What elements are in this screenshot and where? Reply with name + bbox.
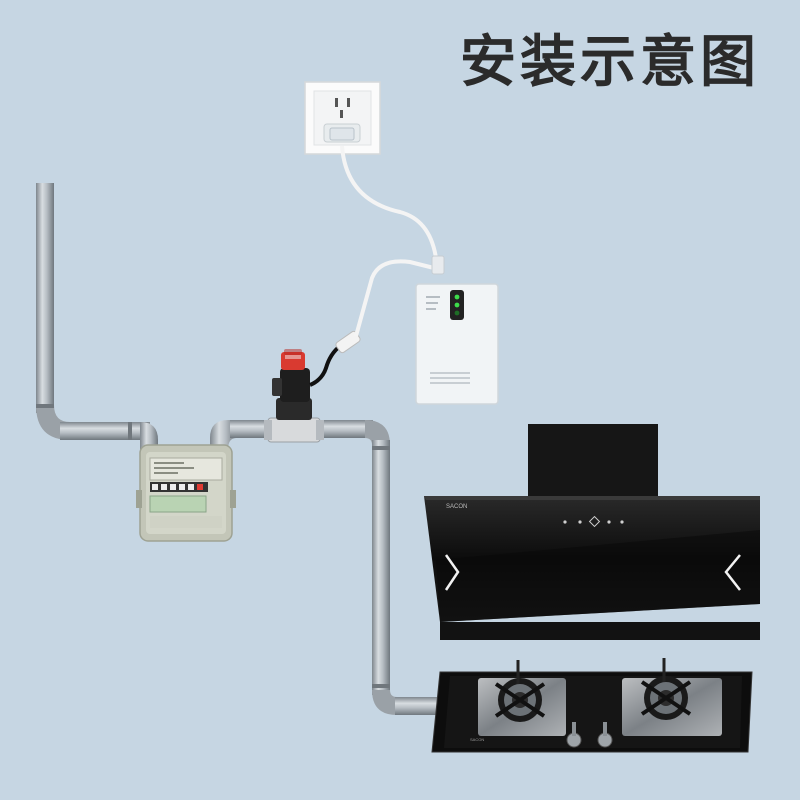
gas-leak-detector bbox=[415, 255, 499, 405]
detector-led-status bbox=[454, 302, 460, 308]
burner-right bbox=[622, 658, 722, 736]
stove-knobs bbox=[566, 722, 613, 748]
detector-vent-grille bbox=[430, 372, 470, 384]
wall-socket bbox=[304, 81, 381, 155]
hood-touch-controls bbox=[563, 515, 624, 528]
hood-light-left bbox=[444, 554, 460, 591]
detector-signal-cable bbox=[354, 259, 443, 337]
gas-stove: SACON bbox=[431, 658, 753, 753]
gas-meter bbox=[136, 444, 236, 542]
gas-pipe bbox=[36, 183, 440, 715]
range-hood: SACON bbox=[424, 424, 760, 640]
burner-left bbox=[478, 660, 566, 736]
hood-light-right bbox=[724, 554, 741, 591]
diagram-title: 安装示意图 bbox=[460, 30, 760, 95]
stove-brand: SACON bbox=[470, 737, 484, 742]
power-cable bbox=[340, 145, 438, 259]
valve-cable bbox=[309, 344, 342, 387]
detector-led-power bbox=[454, 294, 460, 300]
shutoff-valve bbox=[264, 349, 324, 443]
hood-brand: SACON bbox=[446, 504, 467, 510]
detector-led-alarm bbox=[454, 310, 460, 316]
